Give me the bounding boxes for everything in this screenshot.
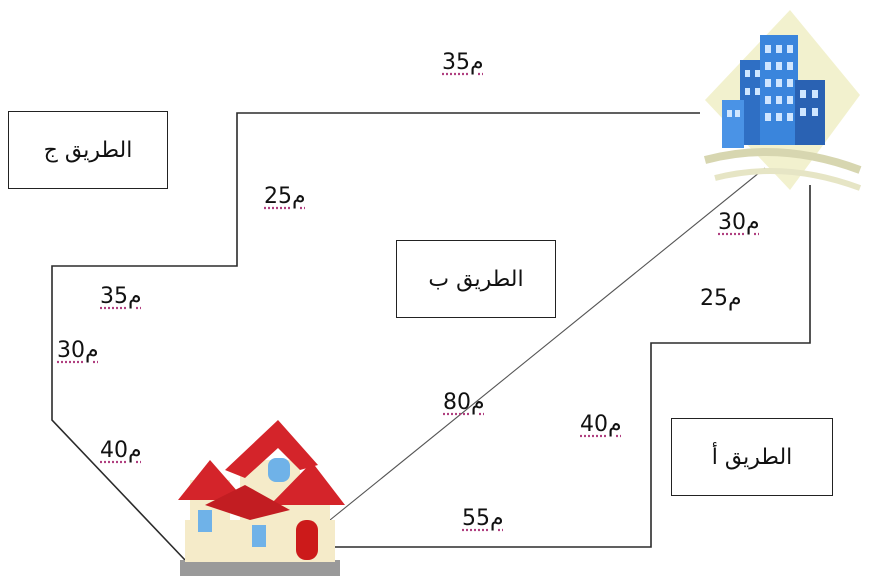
road-c-label: الطريق ج xyxy=(8,111,168,189)
road-a-path xyxy=(335,185,811,548)
office-building-icon xyxy=(703,10,862,191)
distance-label-a-30: 30م xyxy=(718,210,760,235)
distance-label-top: 35م xyxy=(442,50,484,75)
distance-label-a-55: 55م xyxy=(462,506,504,531)
road-c-path xyxy=(51,112,700,561)
distance-label-c-35: 35م xyxy=(100,284,142,309)
distance-label-b-80: 80م xyxy=(443,390,485,415)
road-b-path xyxy=(329,167,766,521)
road-a-label: الطريق أ xyxy=(671,418,833,496)
distance-label-a-25: 25م xyxy=(700,286,742,311)
distance-label-c-40: 40م xyxy=(100,438,142,463)
distance-label-c-30: 30م xyxy=(57,338,99,363)
house-icon xyxy=(178,420,345,576)
distance-label-a-40: 40م xyxy=(580,412,622,437)
distance-label-c-25: 25م xyxy=(264,184,306,209)
road-b-label: الطريق ب xyxy=(396,240,556,318)
